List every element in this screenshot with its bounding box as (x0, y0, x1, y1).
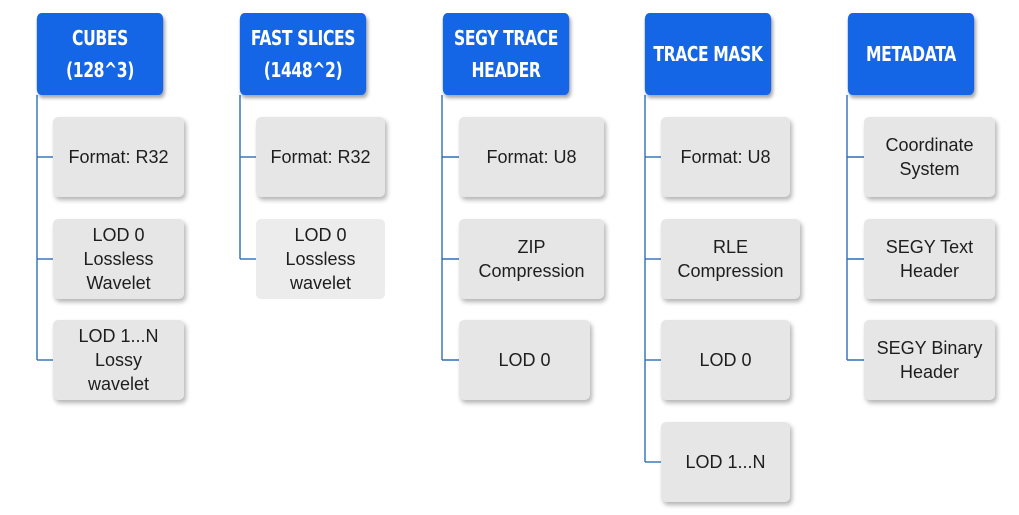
header-text-line: METADATA (866, 42, 956, 66)
node-text-line: Format: U8 (486, 147, 577, 167)
node-text-line: Format: R32 (68, 147, 169, 167)
connector-lines (239, 95, 256, 260)
node-text-line: Header (899, 362, 960, 382)
node-segy-trace-header-2: LOD 0 (459, 320, 590, 400)
header-text-line: SEGY TRACE (453, 26, 559, 50)
header-text-line: (1448^2) (263, 58, 343, 82)
column-header-fast-slices: FAST SLICES (1448^2) (239, 13, 367, 95)
node-trace-mask-3: LOD 1...N (661, 422, 790, 502)
connector-lines (644, 95, 661, 463)
node-text-line: ZIP (517, 237, 546, 257)
node-text-line: System (899, 159, 960, 179)
node-text-line: Lossless (285, 249, 356, 269)
node-text-line: Format: U8 (680, 147, 771, 167)
node-trace-mask-2: LOD 0 (661, 320, 790, 400)
header-text-line: HEADER (471, 58, 541, 82)
node-trace-mask-0: Format: U8 (661, 117, 790, 197)
node-text-line: LOD 0 (498, 350, 551, 370)
node-text-line: Header (899, 261, 960, 281)
node-text-line: wavelet (289, 273, 352, 293)
column-header-cubes: CUBES (128^3) (36, 13, 164, 95)
node-text-line: Compression (677, 261, 784, 281)
node-text-line: wavelet (87, 374, 150, 394)
node-text-line: LOD 0 (294, 225, 347, 245)
node-segy-trace-header-0: Format: U8 (459, 117, 604, 197)
node-cubes-0: Format: R32 (53, 117, 184, 197)
node-fast-slices-0: Format: R32 (256, 117, 385, 197)
node-text-line: Format: R32 (270, 147, 371, 167)
column-header-trace-mask: TRACE MASK (644, 13, 772, 95)
node-segy-trace-header-1: ZIP Compression (459, 219, 604, 299)
node-text-line: SEGY Text (885, 237, 974, 257)
header-text-line: (128^3) (65, 58, 135, 82)
node-text-line: LOD 1...N (685, 452, 766, 472)
column-segy-trace-header: SEGY TRACE HEADER Format: U8 ZIP Compression… (425, 0, 625, 515)
node-text-line: Wavelet (86, 273, 151, 293)
node-trace-mask-1: RLE Compression (661, 219, 800, 299)
header-text-line: TRACE MASK (653, 42, 763, 66)
node-text-line: Coordinate (885, 135, 974, 155)
column-header-segy-trace-header: SEGY TRACE HEADER (442, 13, 570, 95)
header-text-line: CUBES (72, 26, 128, 50)
node-text-line: LOD 0 (699, 350, 752, 370)
node-text-line: RLE (712, 237, 748, 257)
connector-lines (441, 95, 459, 361)
node-text-line: LOD 1...N (78, 326, 159, 346)
node-text-line: Lossy (94, 350, 143, 370)
node-cubes-2: LOD 1...N Lossy wavelet (53, 320, 184, 400)
node-text-line: SEGY Binary (876, 338, 983, 358)
header-text-line: FAST SLICES (250, 26, 356, 50)
node-text-line: Compression (478, 261, 585, 281)
connector-lines (36, 95, 53, 361)
connector-lines (846, 95, 864, 361)
node-fast-slices-1: LOD 0 Lossless wavelet (256, 219, 385, 299)
node-text-line: LOD 0 (92, 225, 145, 245)
node-text-line: Lossless (83, 249, 154, 269)
column-header-metadata: METADATA (847, 13, 975, 95)
